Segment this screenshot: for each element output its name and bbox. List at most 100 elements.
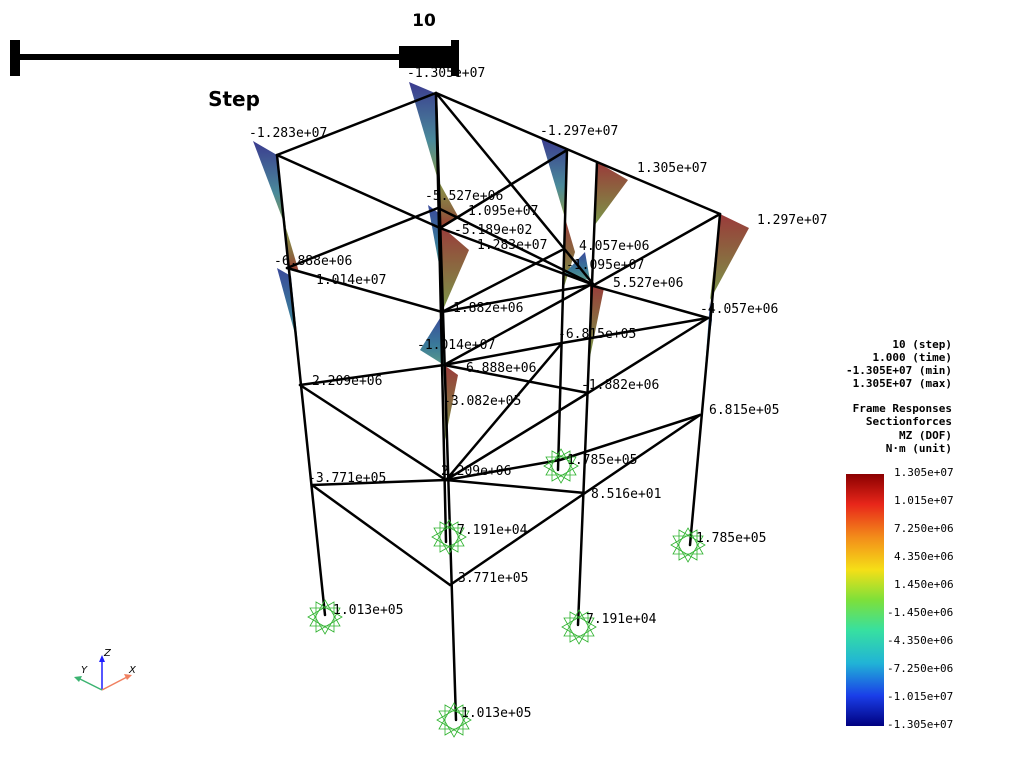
fixed-support-icon [670,527,706,563]
value-label: 1.882e+06 [453,301,523,316]
fixed-support-icon [307,599,343,635]
shape [74,676,82,682]
legend-title-line: Frame Responses [853,402,952,415]
frame-structure [275,91,722,722]
shape [433,527,465,555]
color-bar-tick: 1.305e+07 [894,466,954,479]
value-label: 8.516e+01 [591,487,661,502]
color-bar-tick: -1.305e+07 [887,718,953,731]
value-label: -3.082e+05 [443,394,521,409]
value-label: 1.013e+05 [333,603,403,618]
fixed-support-icon [431,519,467,555]
slider-title: Step [208,87,260,111]
value-label: 6.815e+05 [709,403,779,418]
value-label: -5.527e+06 [425,189,503,204]
value-label: -6.815e+05 [558,327,636,342]
info-line: 1.000 (time) [873,351,952,364]
slider-track[interactable] [15,54,457,60]
moment-fill [428,205,440,270]
value-label: -1.283e+07 [249,126,327,141]
color-bar-tick: -4.350e+06 [887,634,953,647]
value-label: -1.095e+07 [566,258,644,273]
slider-handle[interactable] [399,46,455,68]
value-label: -1.882e+06 [581,378,659,393]
color-bar-tick: -1.450e+06 [887,606,953,619]
column [434,91,448,544]
moment-fill [594,162,628,226]
shape [438,710,470,738]
value-label: 6.888e+06 [466,361,536,376]
beam [440,248,564,314]
fixed-support-icon [436,702,472,738]
beam [442,283,592,367]
legend-title-line: MZ (DOF) [899,429,952,442]
beam [442,363,590,395]
column [688,212,722,547]
supports [307,448,706,738]
step-slider[interactable]: 10 Step [10,11,459,111]
slider-left-cap [10,40,20,76]
beam [438,148,569,230]
shape [545,456,577,484]
column [556,148,569,472]
color-bar-tick: 4.350e+06 [894,550,954,563]
beam [444,478,587,495]
beam [298,316,710,482]
color-bar-tick: 7.250e+06 [894,522,954,535]
fixed-support-icon [543,448,579,484]
beam [275,153,722,287]
y-axis-icon [79,678,103,691]
moment-value-labels: -1.305e+07 -1.283e+07 -1.297e+07 1.305e+… [249,66,827,721]
color-bar: 1.305e+07 1.015e+07 7.250e+06 4.350e+06 … [846,466,954,731]
color-bar-tick: 1.450e+06 [894,578,954,591]
moment-fill [440,225,469,312]
moment-fill [409,82,438,180]
value-label: 2.209e+06 [441,464,511,479]
value-label: 5.527e+06 [613,276,683,291]
value-label: 1.785e+05 [696,531,766,546]
shape [543,450,571,482]
z-axis-label: Z [103,648,112,659]
info-line: 10 (step) [892,338,952,351]
value-label: -1.297e+07 [540,124,618,139]
fixed-support-icon [561,609,597,645]
shape [307,601,335,633]
color-bar-tick: 1.015e+07 [894,494,954,507]
shape [670,529,698,561]
value-label: -6.888e+06 [274,254,352,269]
moment-fill [710,214,749,300]
value-label: 1.283e+07 [477,238,547,253]
shape [672,535,704,563]
legend-title-line: Sectionforces [866,415,952,428]
moment-fill [277,268,298,345]
value-label: 1.785e+05 [567,453,637,468]
shape [309,607,341,635]
color-bar-gradient [846,474,884,726]
shape [563,617,595,645]
shape [672,527,704,555]
shape [431,521,459,553]
info-line: -1.305E+07 (min) [846,364,952,377]
shape [439,521,467,553]
moment-fill [541,138,567,218]
value-label: 1.305e+07 [637,161,707,176]
shape [436,704,464,736]
shape [561,611,589,643]
shape [315,601,343,633]
value-label: 1.095e+07 [468,204,538,219]
shape [444,704,472,736]
value-label: 4.057e+06 [579,239,649,254]
shape [569,611,597,643]
color-bar-tick: -1.015e+07 [887,690,953,703]
scalar-bar-info: 10 (step) 1.000 (time) -1.305E+07 (min) … [846,338,952,455]
color-bar-tick: -7.250e+06 [887,662,953,675]
shape [551,450,579,482]
value-label: 7.191e+04 [457,523,528,538]
value-label: 3.771e+05 [458,571,528,586]
info-line: 1.305E+07 (max) [853,377,952,390]
value-label: -5.189e+02 [454,223,532,238]
beam [285,266,710,320]
shape [678,529,706,561]
shape [545,448,577,476]
